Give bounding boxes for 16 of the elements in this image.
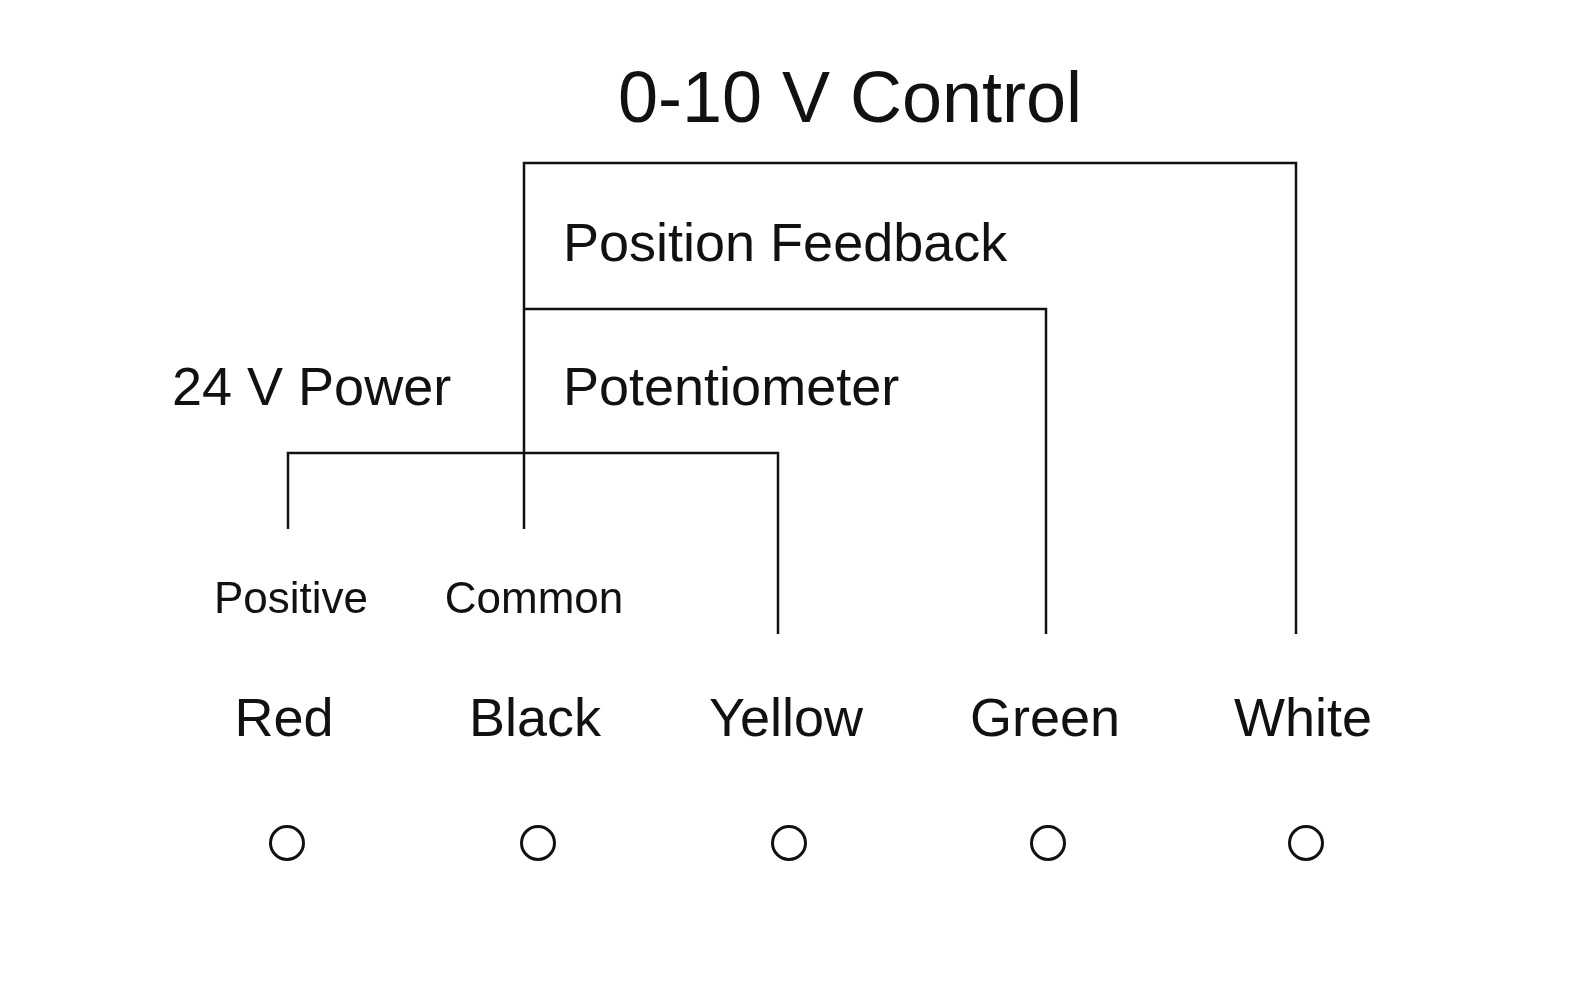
group-label: Position Feedback [563,215,1008,269]
wire-color-label: Black [469,690,601,744]
wire-function-label: Positive [213,576,369,620]
group-heading: 0-10 V Control [617,61,1083,133]
terminal-circle [1030,825,1066,861]
group-label: Potentiometer [563,359,900,413]
group-label: 24 V Power [172,359,452,413]
terminal-circle [771,825,807,861]
wire-color-label: Yellow [708,690,864,744]
terminal-circle [269,825,305,861]
wire-color-label: Green [969,690,1121,744]
wire-color-label: White [1234,690,1372,744]
wire-function-label: Common [444,576,624,620]
terminal-circle [1288,825,1324,861]
terminal-circle [520,825,556,861]
wire-color-label: Red [234,690,334,744]
